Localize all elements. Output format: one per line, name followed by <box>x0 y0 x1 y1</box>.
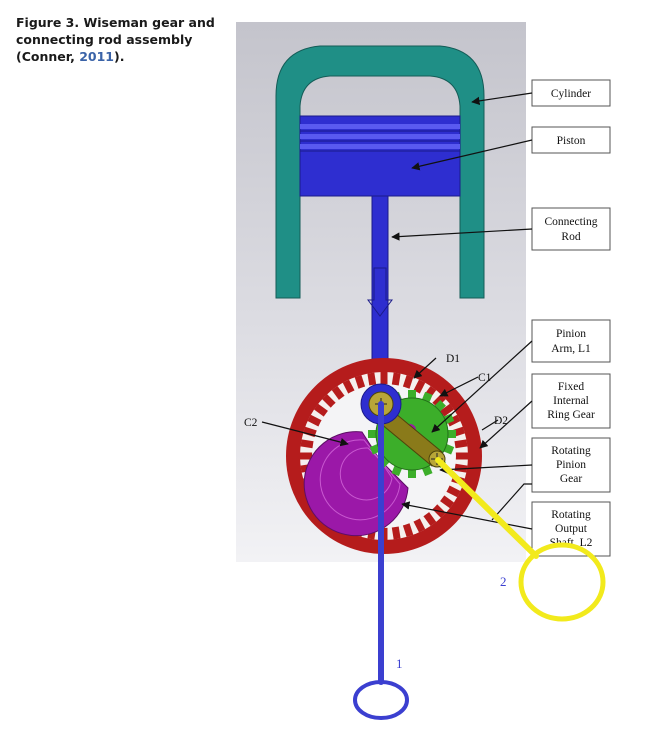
label-d2: D2 <box>494 415 508 427</box>
ring-gear-tooth <box>391 525 401 540</box>
pinion-gear-tooth <box>408 390 416 402</box>
rod-arrow-icon <box>367 267 393 317</box>
pinion-gear-tooth <box>408 466 416 478</box>
ring-gear-tooth <box>307 414 323 427</box>
leader-lines <box>261 92 533 530</box>
label-d1: D1 <box>446 353 460 365</box>
annotation-line-2 <box>435 457 539 559</box>
label-pinion-arm-line1: Pinion <box>556 328 586 340</box>
caption-citation-year[interactable]: 2011 <box>79 49 114 64</box>
label-output-shaft-line2: Output <box>555 523 588 535</box>
ring-gear-tooth <box>453 439 468 449</box>
ring-gear-tooth <box>380 372 388 385</box>
caption-text: Figure 3. Wiseman gear and connecting ro… <box>16 15 215 64</box>
annotation-circle-1 <box>353 680 409 720</box>
annotation-mark-2: 2 <box>500 574 507 589</box>
label-cylinder: Cylinder <box>551 88 591 100</box>
label-box-rotating-pinion <box>531 437 611 493</box>
label-piston: Piston <box>557 135 586 147</box>
label-connecting-rod-line2: Rod <box>561 231 580 243</box>
label-connecting-rod-line1: Connecting <box>544 216 597 228</box>
label-box-pinion-arm <box>531 319 611 363</box>
ring-gear-tooth <box>402 522 414 537</box>
ring-gear-tooth <box>342 379 355 395</box>
label-output-shaft-line1: Rotating <box>551 509 591 521</box>
ring-gear-tooth <box>313 403 329 418</box>
label-box-connecting-rod <box>531 207 611 251</box>
label-ring-gear-line2: Internal <box>553 395 589 407</box>
ring-gear-tooth <box>445 485 461 498</box>
ring-gear-tooth <box>391 372 401 387</box>
label-ring-gear-line3: Ring Gear <box>547 409 595 421</box>
ring-gear-tooth <box>439 403 455 418</box>
ring-gear-tooth <box>422 511 437 527</box>
label-rotating-pinion-line2: Pinion <box>556 459 586 471</box>
ring-gear-tooth <box>439 494 455 509</box>
ring-gear-tooth <box>453 463 468 473</box>
ring-gear-tooth <box>431 394 446 409</box>
annotation-circle-2 <box>518 542 606 622</box>
piston <box>299 115 461 197</box>
ring-gear-tooth <box>331 385 346 401</box>
ring-gear-tooth <box>413 517 426 533</box>
label-rotating-pinion-line3: Gear <box>560 473 583 485</box>
cylinder <box>275 45 485 299</box>
ring-gear-tooth <box>300 452 313 460</box>
label-c1: C1 <box>478 372 492 384</box>
ring-gear-tooth <box>322 394 337 409</box>
ring-gear-tooth <box>413 379 426 395</box>
ring-gear-tooth <box>354 375 366 390</box>
figure-caption: Figure 3. Wiseman gear and connecting ro… <box>16 14 226 65</box>
label-c2: C2 <box>244 417 258 429</box>
ring-gear-tooth <box>367 372 377 387</box>
ring-gear-tooth <box>455 452 468 460</box>
ring-gear-tooth <box>402 375 414 390</box>
caption-close: ). <box>113 49 125 64</box>
label-rotating-pinion-line1: Rotating <box>551 445 591 457</box>
label-box-cylinder <box>531 79 611 107</box>
label-pinion-arm-line2: Arm, L1 <box>551 343 591 355</box>
label-ring-gear-line1: Fixed <box>558 381 584 393</box>
annotation-mark-1: 1 <box>396 656 403 671</box>
label-box-ring-gear <box>531 373 611 429</box>
ring-gear-tooth <box>300 439 315 449</box>
